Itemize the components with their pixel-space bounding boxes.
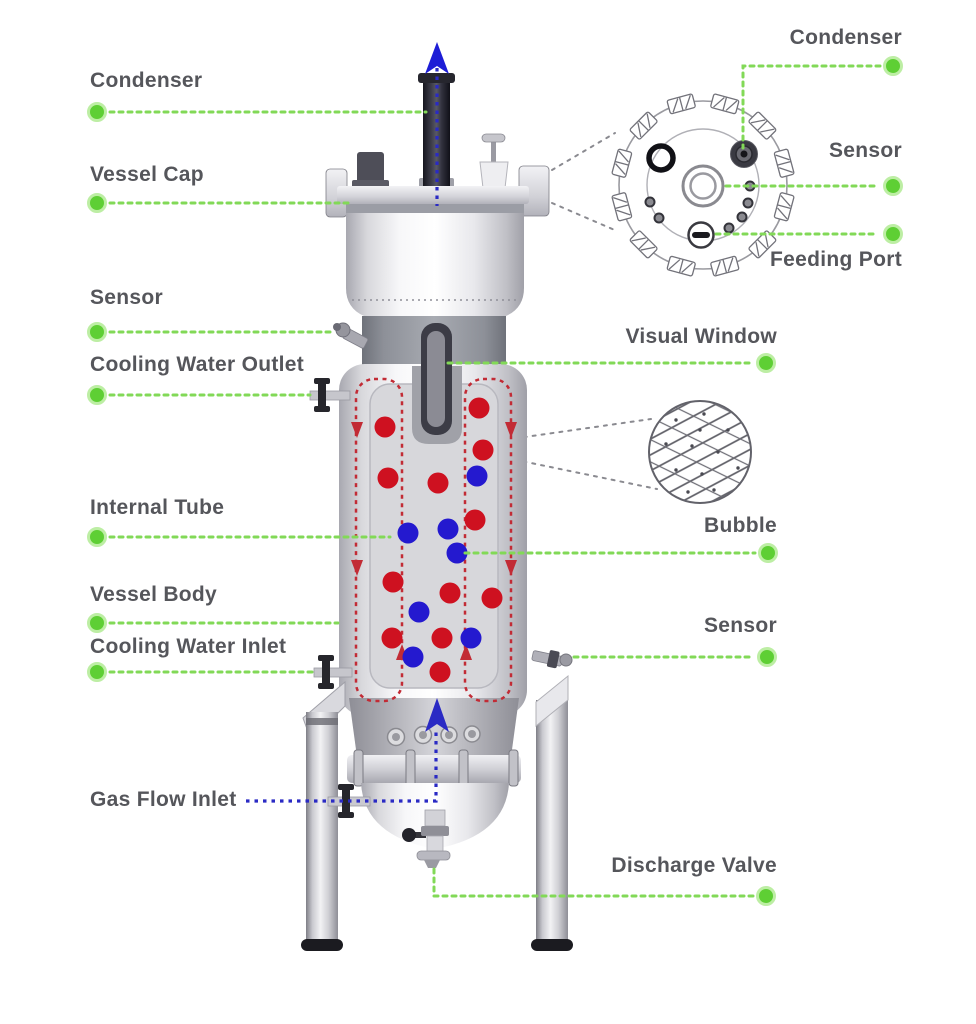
relief-valve bbox=[479, 133, 509, 189]
callout-lines bbox=[108, 64, 882, 898]
gas-arrow-up-bottom bbox=[425, 698, 449, 732]
blue-bubbles bbox=[397, 465, 488, 668]
label-feeding-port: Feeding Port bbox=[770, 248, 902, 271]
label-discharge-valve: Discharge Valve bbox=[611, 854, 777, 877]
cap-top-view bbox=[611, 93, 795, 277]
bubble-closeup-dots bbox=[664, 412, 740, 494]
top-view-feeding-port bbox=[687, 221, 715, 249]
top-view-sensor-port bbox=[681, 164, 725, 208]
label-sensor-right: Sensor bbox=[704, 614, 777, 637]
label-vessel-cap: Vessel Cap bbox=[90, 163, 204, 186]
top-view-ring-port bbox=[646, 143, 676, 173]
sensor-fitting-upper bbox=[333, 322, 369, 349]
gas-flow-path bbox=[246, 42, 449, 803]
label-condenser-top: Condenser bbox=[789, 26, 902, 49]
vessel-cap-body bbox=[346, 213, 524, 316]
label-internal-tube: Internal Tube bbox=[90, 496, 225, 519]
left-leg bbox=[301, 680, 346, 951]
red-bubbles bbox=[374, 397, 503, 683]
vessel-cap-flange bbox=[337, 186, 529, 204]
cap-bolts bbox=[611, 93, 795, 277]
discharge-valve-assembly bbox=[402, 809, 451, 868]
label-sensor-top: Sensor bbox=[829, 139, 902, 162]
label-sensor-left: Sensor bbox=[90, 286, 163, 309]
bubbles bbox=[374, 397, 503, 683]
label-cooling-water-inlet: Cooling Water Inlet bbox=[90, 635, 287, 658]
cone-ports bbox=[386, 725, 481, 747]
label-bubble: Bubble bbox=[704, 514, 777, 537]
callout-dots bbox=[87, 56, 903, 906]
label-visual-window: Visual Window bbox=[625, 325, 777, 348]
sensor-fitting-right bbox=[531, 650, 573, 669]
label-gas-flow-inlet: Gas Flow Inlet bbox=[90, 788, 237, 811]
bottom-flange bbox=[347, 755, 521, 783]
condenser-pipe bbox=[418, 73, 455, 192]
bubble-closeup bbox=[648, 400, 752, 504]
label-cooling-water-outlet: Cooling Water Outlet bbox=[90, 353, 305, 376]
top-view-condenser-port bbox=[730, 140, 758, 168]
label-vessel-body: Vessel Body bbox=[90, 583, 218, 606]
right-leg bbox=[531, 674, 573, 951]
visual-window bbox=[421, 323, 452, 435]
cooling-water-inlet-valve bbox=[313, 655, 353, 689]
gas-arrow-up-top bbox=[425, 42, 449, 74]
label-condenser-left: Condenser bbox=[90, 69, 203, 92]
top-view-small-ports bbox=[644, 180, 756, 234]
